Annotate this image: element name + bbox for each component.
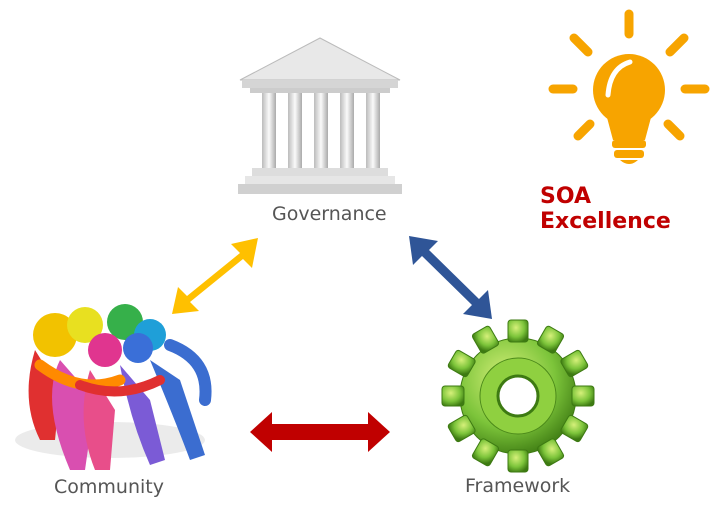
framework-label: Framework [465, 475, 571, 497]
diagram-title: SOA Excellence [540, 184, 671, 234]
gear-icon [413, 291, 623, 501]
people-group-icon [15, 304, 212, 470]
arrow-governance-framework [409, 236, 492, 319]
building-columns-icon [238, 37, 402, 194]
lightbulb-icon [548, 9, 710, 164]
governance-label: Governance [272, 203, 387, 225]
community-label: Community [54, 476, 164, 498]
arrow-governance-community [172, 238, 258, 314]
arrow-community-framework [250, 412, 390, 452]
